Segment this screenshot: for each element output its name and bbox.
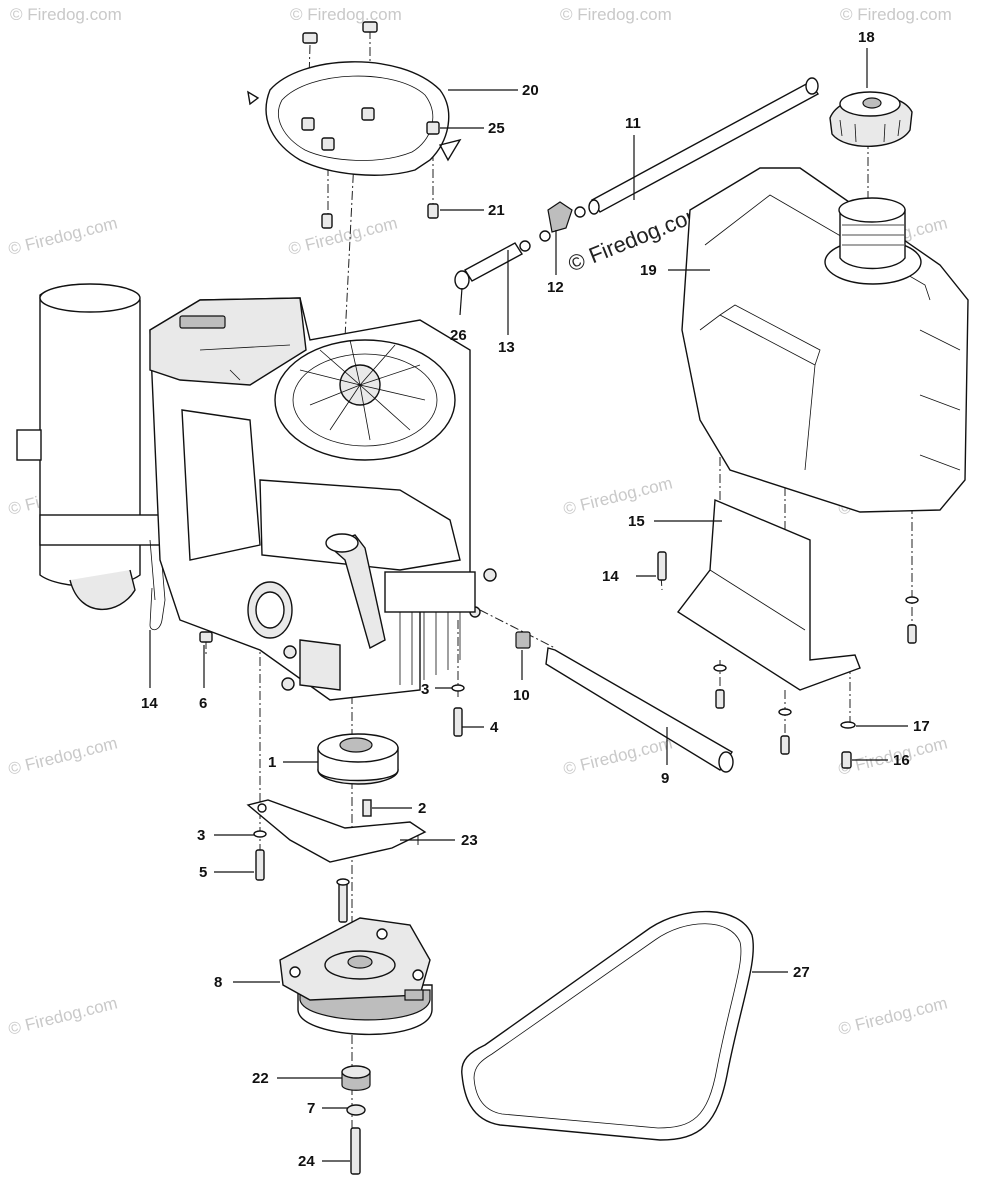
callout-8: 8: [214, 974, 222, 991]
watermark: © Firedog.com: [561, 733, 674, 778]
spacer-bolt: [338, 881, 348, 923]
callout-13: 13: [498, 339, 515, 356]
part-14-hairpin: [149, 587, 166, 631]
watermark: © Firedog.com: [286, 213, 399, 258]
callout-14-left: 14: [141, 695, 158, 712]
callout-27: 27: [793, 964, 810, 981]
part-3-washer: [451, 684, 465, 692]
part-7-washer: [346, 1104, 366, 1116]
callout-3-bracket: 3: [197, 827, 205, 844]
callout-26: 26: [450, 327, 467, 344]
watermark: © Firedog.com: [560, 5, 672, 24]
callout-2: 2: [418, 800, 426, 817]
callout-18: 18: [858, 29, 875, 46]
callout-5: 5: [199, 864, 207, 881]
part-27-belt: [461, 910, 754, 1141]
leader-lines: [149, 48, 908, 1162]
watermark: © Firedog.com: [6, 733, 119, 778]
callout-7: 7: [307, 1100, 315, 1117]
watermark: © Firedog.com: [6, 993, 119, 1038]
part-2-key: [362, 799, 372, 817]
part-18-fuel-cap: [829, 91, 913, 147]
callout-9: 9: [661, 770, 669, 787]
callout-19: 19: [640, 262, 657, 279]
part-15-tank-bracket: [676, 498, 861, 691]
callout-11: 11: [625, 115, 641, 132]
watermark: © Firedog.com: [6, 213, 119, 258]
callout-16: 16: [893, 752, 910, 769]
part-10-fitting: [515, 631, 531, 649]
callout-4: 4: [490, 719, 499, 736]
part-24-bolt: [350, 1127, 361, 1175]
part-22-spacer: [341, 1065, 371, 1091]
callout-15: 15: [628, 513, 645, 530]
callout-20: 20: [522, 82, 539, 99]
plate-fasteners: [301, 21, 440, 229]
callout-6: 6: [199, 695, 207, 712]
callout-25: 25: [488, 120, 505, 137]
part-9-hose-end: [718, 751, 734, 773]
part-19-fuel-tank: [681, 167, 969, 513]
callout-labels: 20 25 21 11 18 19 12 13 26 14 6 3 4 10 9…: [141, 29, 930, 1170]
callout-12: 12: [547, 279, 564, 296]
part-8-clutch: [279, 917, 433, 1036]
callout-22: 22: [252, 1070, 269, 1087]
watermark: © Firedog.com: [290, 5, 402, 24]
callout-10: 10: [513, 687, 530, 704]
callout-21: 21: [488, 202, 505, 219]
part-3-washer: [253, 830, 267, 838]
callout-3-engine: 3: [421, 681, 429, 698]
part-6-nut: [199, 631, 213, 643]
callout-1: 1: [268, 754, 276, 771]
callout-23: 23: [461, 832, 478, 849]
spacer-washer: [336, 878, 350, 886]
watermark: © Firedog.com: [561, 473, 674, 518]
watermark: © Firedog.com: [840, 5, 952, 24]
part-5-bolt: [255, 849, 265, 881]
watermark: © Firedog.com: [10, 5, 122, 24]
part-4-bolt: [453, 707, 463, 737]
callout-17: 17: [913, 718, 930, 735]
engine: [16, 283, 497, 701]
part-20-gasket-plate: [247, 61, 462, 176]
tank-fasteners: [657, 551, 919, 769]
watermark: © Firedog.com: [836, 993, 949, 1038]
callout-14-right: 14: [602, 568, 619, 585]
part-23-bracket: [246, 799, 427, 863]
callout-24: 24: [298, 1153, 315, 1170]
part-1-pulley: [317, 733, 399, 785]
